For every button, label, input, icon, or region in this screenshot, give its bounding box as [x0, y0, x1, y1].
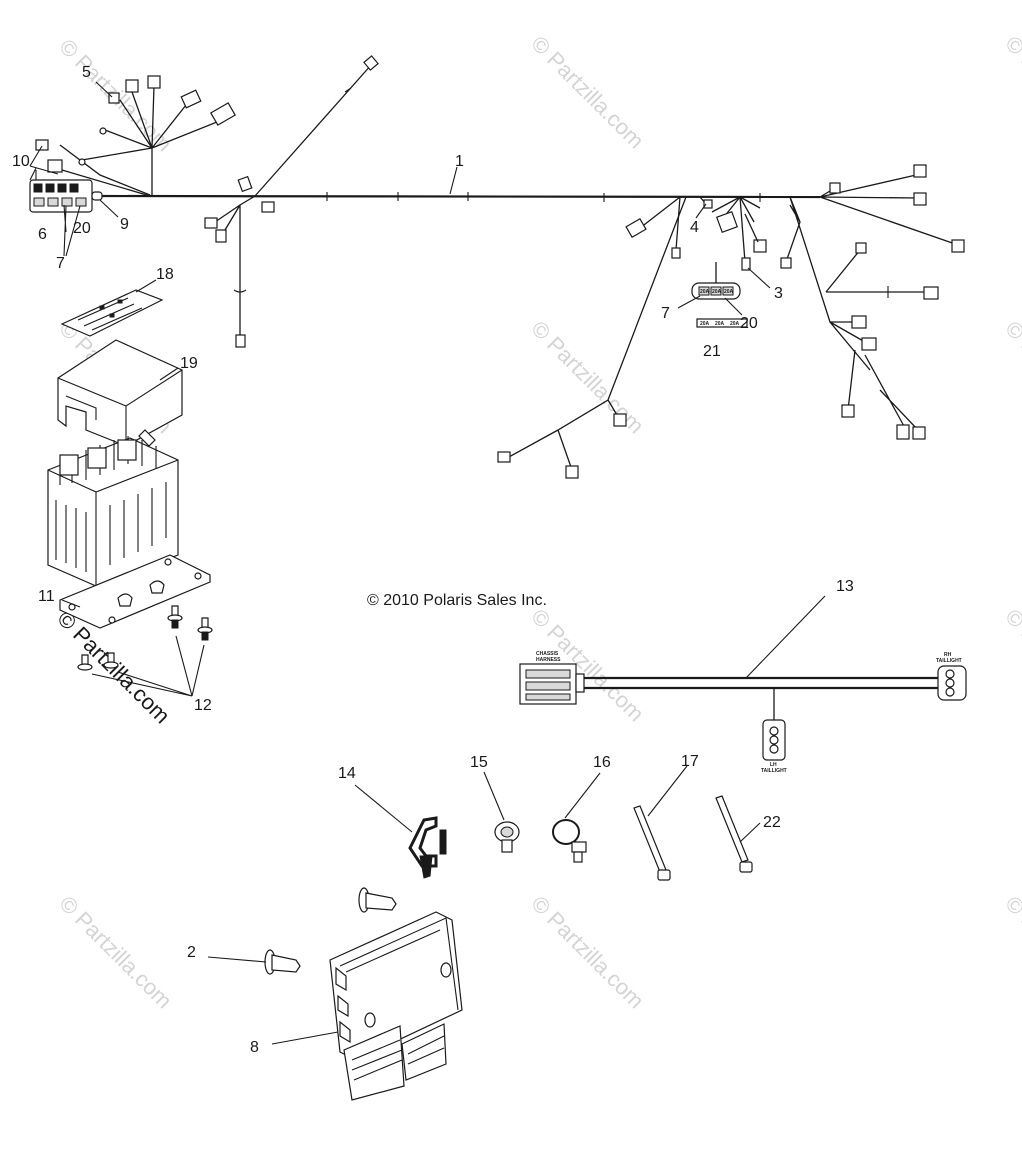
callout-21: 21 — [703, 343, 721, 360]
fasteners — [77, 605, 213, 697]
callout-6: 6 — [38, 226, 47, 243]
callouts: 1 2 3 4 5 6 7 7 8 9 10 11 12 13 14 15 16… — [12, 64, 854, 1056]
callout-12: 12 — [194, 697, 212, 714]
fuse-strip-label: 20A — [715, 321, 725, 327]
watermark: © Partzilla.com — [54, 891, 177, 1014]
p-clamp — [552, 819, 587, 863]
callout-20a: 20 — [73, 220, 91, 237]
fuse-strip-label: 20A — [730, 321, 740, 327]
callout-4: 4 — [690, 219, 699, 236]
chassis-harness-label-1: CHASSIS — [536, 651, 559, 657]
fuse-label: 20A — [712, 289, 722, 295]
copyright-notice: © 2010 Polaris Sales Inc. — [367, 592, 547, 609]
watermark: © Partzilla.com — [1000, 604, 1022, 727]
lh-taillight-label-1: LH — [770, 762, 777, 768]
callout-5: 5 — [82, 64, 91, 81]
callout-10: 10 — [12, 153, 30, 170]
ecu-module — [329, 911, 463, 1101]
callout-7a: 7 — [56, 255, 65, 272]
callout-20b: 20 — [740, 315, 758, 332]
fuse-label: 20A — [700, 289, 710, 295]
fuse-box-cover — [57, 339, 183, 447]
taillight-harness: CHASSIS HARNESS RH TAILLIGHT LH TAILLIGH… — [519, 651, 967, 774]
callout-7b: 7 — [661, 305, 670, 322]
callout-18: 18 — [156, 266, 174, 283]
chassis-harness-label-2: HARNESS — [536, 657, 561, 663]
lh-taillight-label-2: TAILLIGHT — [761, 768, 787, 774]
callout-3: 3 — [774, 285, 783, 302]
push-pin-2 — [264, 949, 301, 975]
leader-lines — [29, 81, 826, 1045]
watermark: © Partzilla.com — [526, 316, 649, 439]
watermark: © Partzilla.com — [1000, 31, 1022, 154]
callout-9: 9 — [120, 216, 129, 233]
fuse-label: 20A — [724, 289, 734, 295]
push-pin-top — [358, 887, 397, 913]
cable-tie-22 — [715, 795, 753, 873]
callout-13: 13 — [836, 578, 854, 595]
rh-taillight-label-1: RH — [944, 652, 952, 658]
cable-tie-17 — [633, 805, 671, 881]
callout-17: 17 — [681, 753, 699, 770]
callout-11: 11 — [38, 588, 55, 605]
callout-15: 15 — [470, 754, 488, 771]
watermark: © Partzilla.com — [526, 31, 649, 154]
fuse-strip-label: 20A — [700, 321, 710, 327]
clamp-clip — [494, 821, 520, 853]
watermark: © Partzilla.com — [1000, 891, 1022, 1014]
callout-8: 8 — [250, 1039, 259, 1056]
callout-19: 19 — [180, 355, 198, 372]
watermark: © Partzilla.com — [526, 891, 649, 1014]
callout-1: 1 — [455, 153, 464, 170]
fuse-label-sheet — [60, 289, 164, 337]
watermark: © Partzilla.com — [1000, 316, 1022, 439]
fuse-box-gasket — [59, 554, 211, 629]
main-harness: 20A 20A 20A 20A 20A 20A — [29, 55, 965, 479]
callout-14: 14 — [338, 765, 356, 782]
callout-22: 22 — [763, 814, 781, 831]
watermarks: © Partzilla.com © Partzilla.com © Partzi… — [52, 31, 1022, 1014]
callout-2: 2 — [187, 944, 196, 961]
fuse-relay-box — [47, 429, 179, 587]
harness-clip — [408, 816, 447, 879]
rh-taillight-label-2: TAILLIGHT — [936, 658, 962, 664]
callout-16: 16 — [593, 754, 611, 771]
